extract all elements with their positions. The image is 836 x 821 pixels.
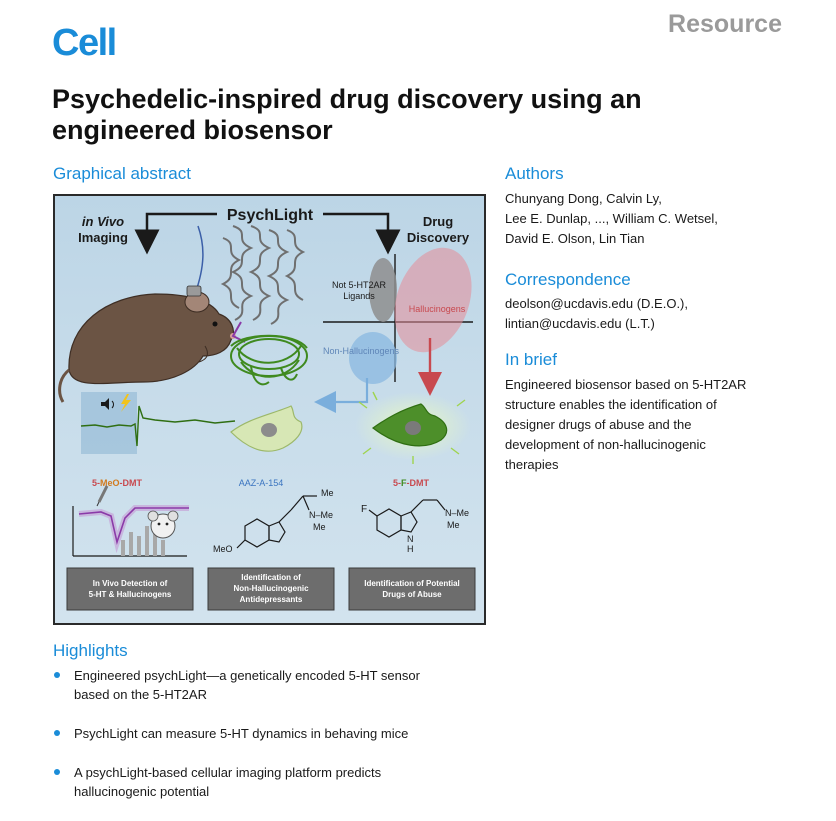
- highlights-list: Engineered psychLight—a genetically enco…: [52, 666, 492, 821]
- authors-heading: Authors: [505, 164, 564, 183]
- graphical-abstract-svg: in Vivo Imaging PsychLight Drug Discover…: [58, 207, 476, 611]
- highlight-item: Engineered psychLight—a genetically enco…: [52, 666, 492, 704]
- bullet-icon: [54, 730, 60, 736]
- syringe-icon: [96, 485, 109, 507]
- authors-line-2: Lee E. Dunlap, ..., William C. Wetsel,: [505, 211, 718, 226]
- outcome-box-2-line1: Identification of: [241, 573, 301, 582]
- in-brief-line-2: structure enables the identification of: [505, 397, 717, 412]
- sensor-barrel: [230, 334, 308, 386]
- label-discovery: Discovery: [407, 230, 470, 245]
- mini-mouse-icon: [147, 510, 179, 539]
- mouse-illustration: [58, 285, 236, 403]
- label-hallucinogens: Hallucinogens: [409, 304, 466, 314]
- article-title: Psychedelic-inspired drug discovery usin…: [52, 84, 642, 145]
- correspondence-email-1[interactable]: deolson@ucdavis.edu (D.E.O.),: [505, 296, 689, 311]
- chem-nme-2: N–Me: [445, 508, 469, 518]
- hallucinogens-ellipse: [394, 247, 472, 353]
- label-in-vivo: in Vivo: [82, 214, 124, 229]
- label-drug: Drug: [423, 214, 453, 229]
- highlight-line: A psychLight-based cellular imaging plat…: [74, 765, 382, 780]
- article-type-label: Resource: [668, 10, 782, 38]
- graphical-abstract-figure: in Vivo Imaging PsychLight Drug Discover…: [53, 194, 486, 625]
- chem-nme-1: N–Me: [309, 510, 333, 520]
- outcome-box-2: [207, 567, 335, 611]
- highlight-line: Engineered psychLight—a genetically enco…: [74, 668, 420, 683]
- label-ligands: Ligands: [343, 291, 375, 301]
- trace-line: [80, 405, 236, 447]
- correspondence-emails: deolson@ucdavis.edu (D.E.O.), lintian@uc…: [505, 294, 805, 334]
- in-brief-text: Engineered biosensor based on 5-HT2AR st…: [505, 375, 805, 475]
- chem-me-3: Me: [447, 520, 460, 530]
- arrow-left-branch: [134, 212, 217, 255]
- outcome-box-1-line2: 5-HT & Hallucinogens: [89, 590, 172, 599]
- optic-fiber: [194, 225, 204, 295]
- aaz-structure: [236, 495, 317, 549]
- label-psychlight: PsychLight: [227, 207, 314, 224]
- highlights-heading: Highlights: [53, 641, 128, 660]
- authors-list: Chunyang Dong, Calvin Ly, Lee E. Dunlap,…: [505, 189, 805, 249]
- outcome-box-1: [66, 567, 194, 611]
- highlight-item: PsychLight can measure 5-HT dynamics in …: [52, 724, 492, 743]
- highlight-line: PsychLight can measure 5-HT dynamics in …: [74, 726, 409, 741]
- compound-5meo-dmt-label: 5-MeO-DMT: [92, 478, 143, 488]
- graphical-abstract-heading: Graphical abstract: [53, 164, 191, 183]
- label-not-5ht2ar: Not 5-HT2AR: [332, 280, 387, 290]
- correspondence-email-2[interactable]: lintian@ucdavis.edu (L.T.): [505, 316, 655, 331]
- cell-dim-nucleus: [261, 423, 277, 437]
- arrow-blue-to-dim-cell: [314, 378, 369, 413]
- outcome-box-3-line2: Drugs of Abuse: [382, 590, 442, 599]
- compound-aaz-a-154-label: AAZ-A-154: [239, 478, 284, 488]
- not-ligand-ellipse: [369, 258, 397, 322]
- protein-structure: [220, 225, 306, 325]
- correspondence-heading: Correspondence: [505, 270, 631, 289]
- outcome-box-3: [348, 567, 476, 611]
- speaker-icon: [101, 398, 114, 410]
- glow-rays: [358, 391, 466, 464]
- in-brief-line-3: designer drugs of abuse and the: [505, 417, 692, 432]
- outcome-box-1-line1: In Vivo Detection of: [93, 579, 168, 588]
- label-non-hallucinogens: Non-Hallucinogens: [323, 346, 400, 356]
- authors-line-1: Chunyang Dong, Calvin Ly,: [505, 191, 662, 206]
- cell-bright-nucleus: [405, 421, 421, 435]
- bullet-icon: [54, 672, 60, 678]
- outcome-box-3-line1: Identification of Potential: [364, 579, 460, 588]
- non-hallucinogens-ellipse: [349, 332, 397, 384]
- highlight-line: based on the 5-HT2AR: [74, 687, 207, 702]
- highlight-line: hallucinogenic potential: [74, 784, 210, 799]
- in-brief-line-4: development of non-hallucinogenic: [505, 437, 706, 452]
- chem-h: H: [407, 544, 414, 554]
- chem-me-2: Me: [313, 522, 326, 532]
- in-brief-heading: In brief: [505, 350, 557, 369]
- chem-n: N: [407, 534, 414, 544]
- fdmt-structure: [368, 499, 446, 538]
- authors-line-3: David E. Olson, Lin Tian: [505, 231, 645, 246]
- in-brief-line-1: Engineered biosensor based on 5-HT2AR: [505, 377, 747, 392]
- outcome-box-2-line3: Antidepressants: [240, 595, 303, 604]
- compound-5f-dmt-label: 5-F-DMT: [393, 478, 430, 488]
- mini-bars: [121, 526, 165, 556]
- mini-trace-line: [78, 507, 189, 545]
- lightning-icon: [121, 394, 131, 412]
- in-brief-line-5: therapies: [505, 457, 559, 472]
- chem-f: F: [361, 504, 367, 515]
- chem-meo: MeO: [213, 544, 233, 554]
- bullet-icon: [54, 769, 60, 775]
- arrow-right-branch: [323, 212, 401, 255]
- highlight-item: A psychLight-based cellular imaging plat…: [52, 763, 492, 801]
- chem-me-1: Me: [321, 488, 334, 498]
- journal-logo: Cell: [52, 22, 117, 64]
- label-imaging: Imaging: [78, 230, 128, 245]
- outcome-box-2-line2: Non-Hallucinogenic: [233, 584, 309, 593]
